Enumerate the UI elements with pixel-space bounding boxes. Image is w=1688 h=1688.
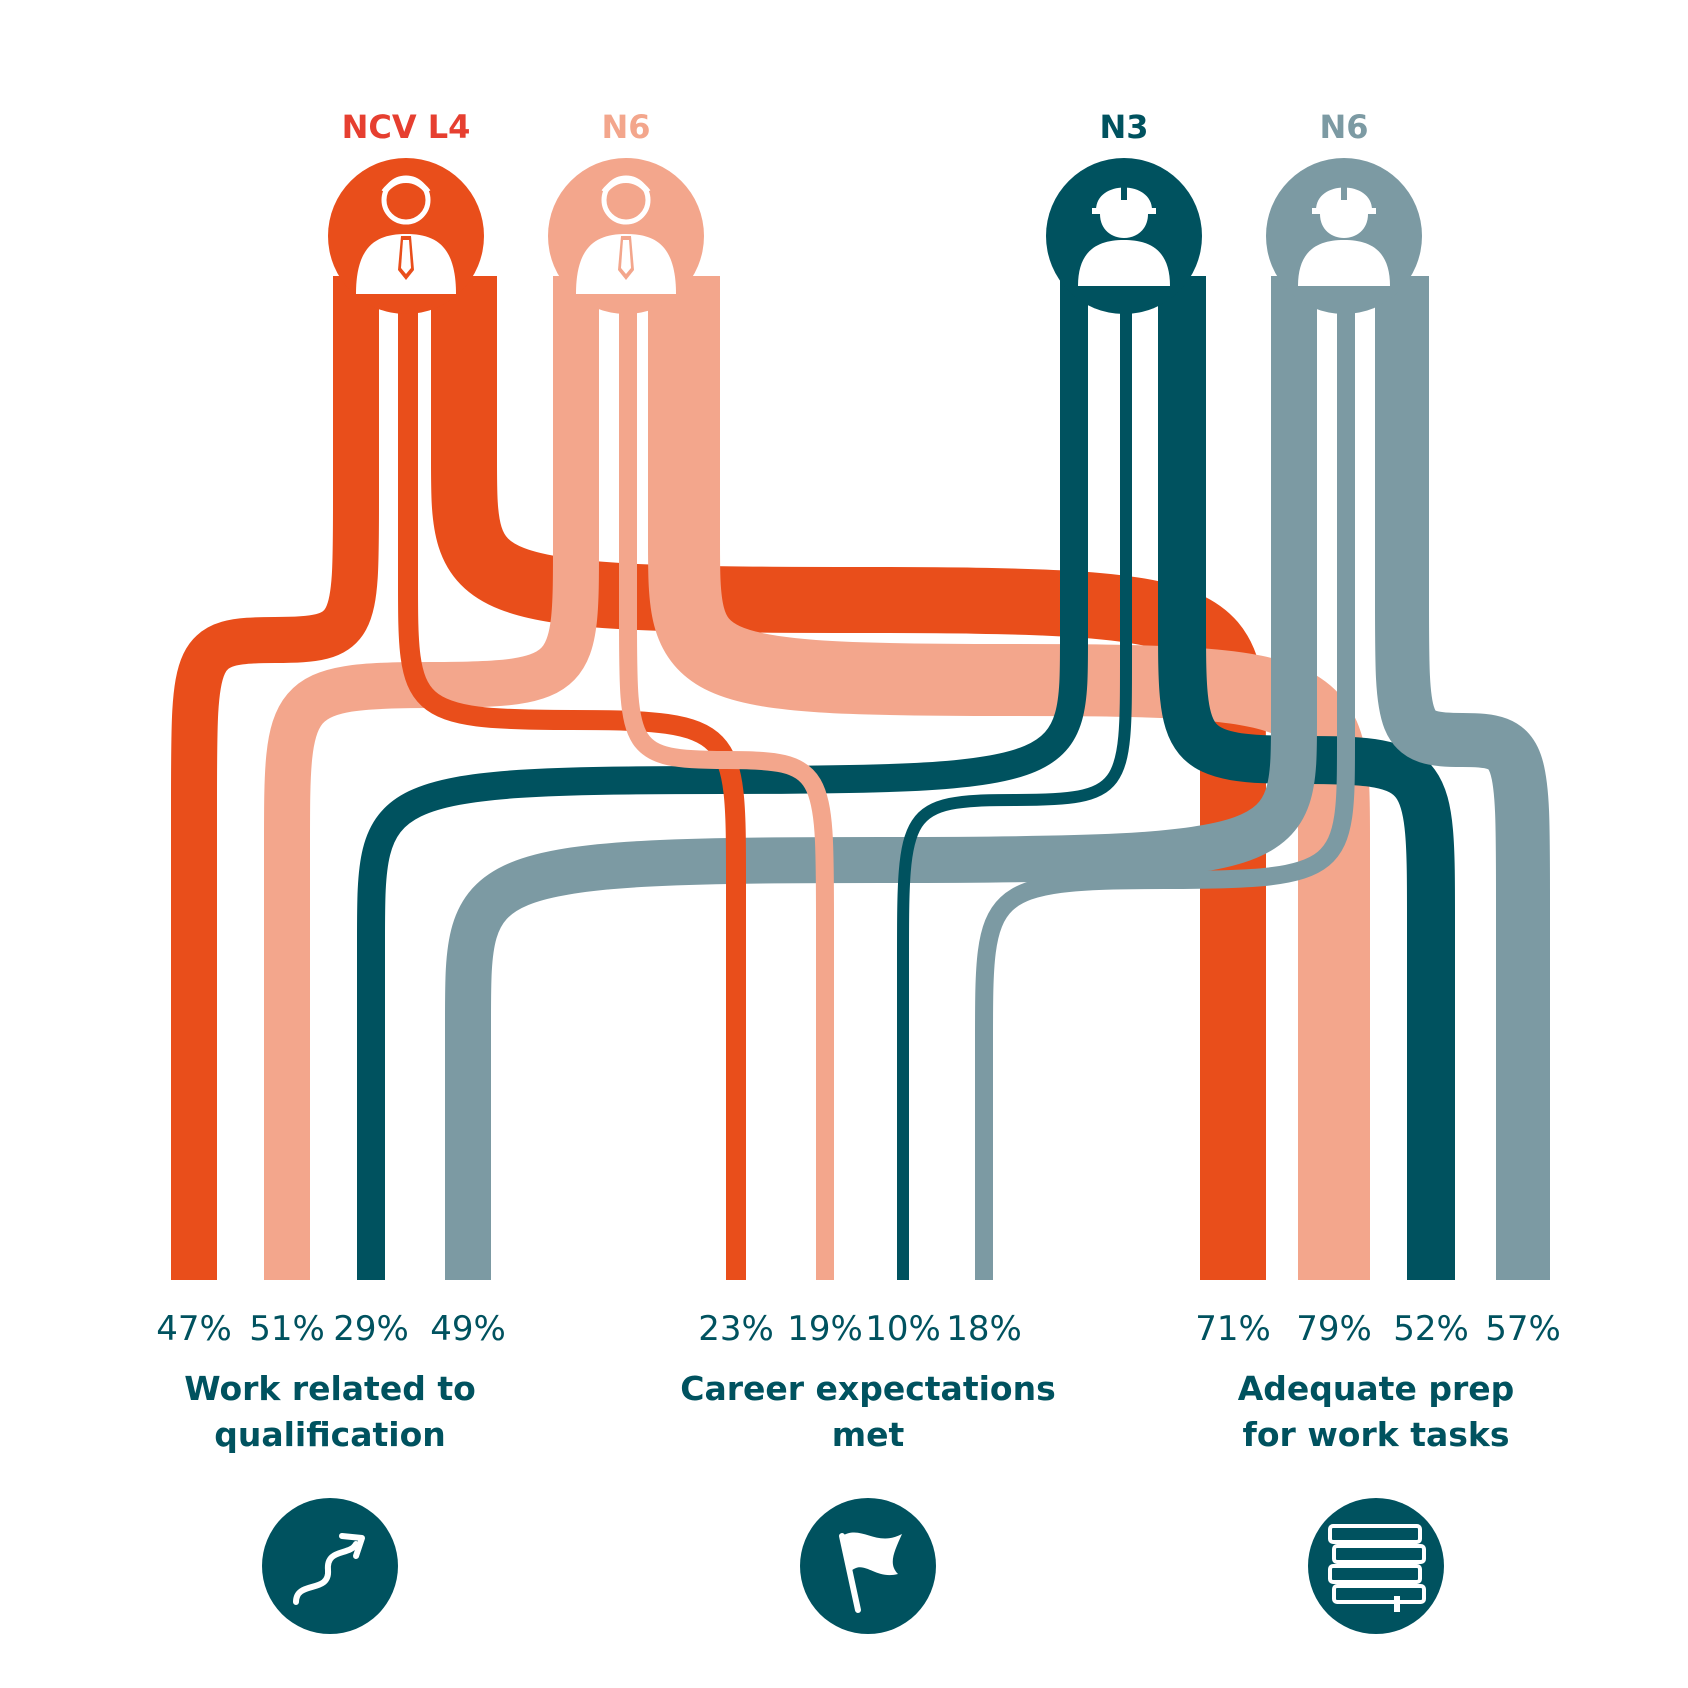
- arrow-head: [339, 1533, 365, 1559]
- face: [1100, 214, 1148, 238]
- value-label: 57%: [1485, 1309, 1561, 1349]
- group-title: NCV L4: [342, 108, 471, 146]
- hat-ridge: [1341, 184, 1347, 200]
- group-1: N6: [548, 108, 704, 314]
- value-label: 18%: [946, 1309, 1022, 1349]
- value-label: 79%: [1296, 1309, 1372, 1349]
- category-title-line: Work related to: [184, 1369, 476, 1408]
- winding-arrow-icon: [293, 1533, 365, 1605]
- ribbon-0-cat1: [398, 276, 746, 1280]
- value-label: 51%: [249, 1309, 325, 1349]
- book: [1328, 1564, 1422, 1584]
- ribbon-1-cat0: [264, 276, 599, 1280]
- category-0: 47% 51%29% 49% Work related to qualification: [156, 1309, 506, 1634]
- value-label: 19%: [787, 1309, 863, 1349]
- arrow-line: [293, 1541, 359, 1605]
- group-title: N3: [1099, 108, 1148, 146]
- flag-cloth: [842, 1532, 902, 1576]
- face: [1320, 214, 1368, 238]
- flag-pole: [839, 1533, 861, 1613]
- hair: [601, 177, 651, 194]
- category-title-line: qualification: [214, 1415, 446, 1454]
- flag-icon: [839, 1532, 902, 1613]
- group-title: N6: [601, 108, 650, 146]
- tie-inner: [401, 240, 411, 274]
- hat-ridge: [1121, 184, 1127, 200]
- ribbon-2-cat1: [897, 276, 1132, 1280]
- value-label: 71%: [1195, 1309, 1271, 1349]
- ribbon-3-cat0: [445, 276, 1317, 1280]
- group-2: N3: [1046, 108, 1202, 314]
- group-title: N6: [1319, 108, 1368, 146]
- value-label: 49%: [430, 1309, 506, 1349]
- hat-brim: [1312, 208, 1376, 214]
- book: [1332, 1584, 1426, 1604]
- businessman-icon: [576, 175, 676, 294]
- value-label: 23%: [698, 1309, 774, 1349]
- hardhat-worker-icon: [1298, 184, 1390, 286]
- category-title-line: met: [832, 1415, 905, 1454]
- hair: [381, 177, 431, 194]
- hat-brim: [1092, 208, 1156, 214]
- books-icon: [1328, 1524, 1426, 1612]
- hardhat-worker-icon: [1078, 184, 1170, 286]
- value-label: 52%: [1393, 1309, 1469, 1349]
- book: [1328, 1524, 1422, 1544]
- businessman-icon: [356, 175, 456, 294]
- category-title-line: for work tasks: [1243, 1415, 1510, 1454]
- ribbon-3-cat2: [1375, 276, 1550, 1280]
- ribbon-1-cat1: [619, 276, 834, 1280]
- value-label: 47%: [156, 1309, 232, 1349]
- category-title-line: Career expectations: [680, 1369, 1055, 1408]
- category-1: 23% 19%10%18% Career expectations met: [680, 1309, 1056, 1634]
- ribbon-3-cat1: [975, 276, 1355, 1280]
- body: [1298, 240, 1390, 286]
- ribbon-0-cat0: [171, 276, 379, 1280]
- value-label: 10%: [865, 1309, 941, 1349]
- body: [1078, 240, 1170, 286]
- value-label: 29%: [333, 1309, 409, 1349]
- group-0: NCV L4: [328, 108, 484, 314]
- group-3: N6: [1266, 108, 1422, 314]
- category-title-line: Adequate prep: [1238, 1369, 1514, 1408]
- bookmark: [1394, 1596, 1400, 1612]
- tie-inner: [621, 240, 631, 274]
- book: [1332, 1544, 1426, 1564]
- category-2: 71% 79% 52% 57% Adequate prep for work tasks: [1195, 1309, 1561, 1634]
- ribbons: [171, 276, 1550, 1280]
